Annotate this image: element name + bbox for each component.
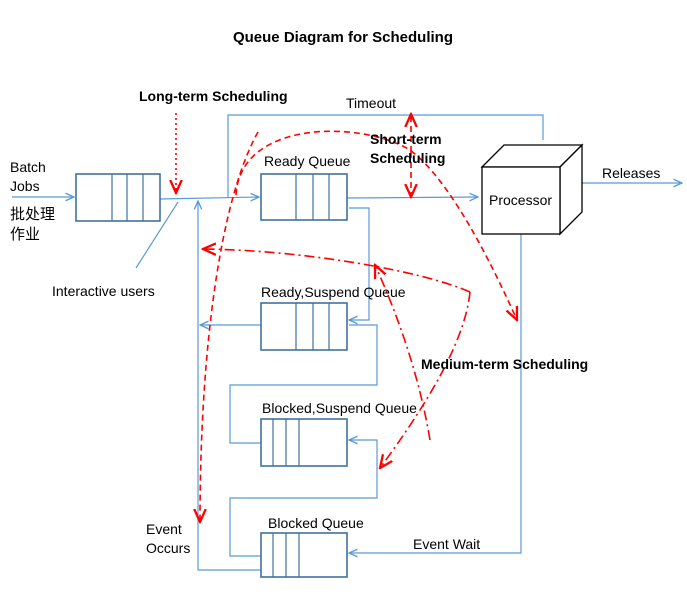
admission-to-ready-arrow (159, 197, 259, 199)
batch-jobs-label-2: Jobs (10, 178, 40, 194)
event-occurs-label: Event (146, 521, 182, 537)
ready-queue-label: Ready Queue (264, 153, 351, 169)
medium-term-long-arc (200, 131, 259, 522)
batch-cjk-label: 批处理 (10, 205, 55, 223)
blocked-queue-box (260, 532, 348, 578)
blocked-queue-label: Blocked Queue (268, 515, 364, 531)
medium-term-arc-top (203, 249, 471, 293)
ready-to-processor-arrow (346, 197, 478, 198)
interactive-users-line (135, 201, 179, 269)
medium-term-arc-inner (375, 265, 431, 441)
event-wait-path (349, 234, 522, 553)
blocked-suspend-queue-box (260, 418, 348, 467)
scheduling-arrows (176, 113, 517, 522)
blocked-suspend-to-ready-suspend (229, 324, 378, 444)
blocked-suspend-queue-label: Blocked,Suspend Queue (262, 400, 417, 416)
medium-term-arc-bottom (380, 291, 471, 468)
page-title: Queue Diagram for Scheduling (233, 29, 453, 46)
medium-term-label: Medium-term Scheduling (421, 356, 588, 372)
short-term-arc (235, 130, 517, 320)
batch-cjk-label-2: 作业 (10, 225, 40, 243)
processor-label: Processor (489, 192, 552, 208)
admission-queue (75, 173, 161, 222)
event-occurs-label-2: Occurs (146, 540, 190, 556)
ready-suspend-queue-label: Ready,Suspend Queue (261, 284, 406, 300)
blocked-to-blocked-suspend (229, 440, 378, 557)
processor-cube (480, 143, 584, 236)
flow-lines (12, 114, 682, 571)
timeout-loop (227, 114, 544, 197)
ready-queue-box (260, 173, 348, 221)
short-term-label: Short-term (370, 131, 442, 147)
event-wait-label: Event Wait (413, 536, 480, 552)
timeout-label: Timeout (346, 95, 396, 111)
batch-jobs-label: Batch (10, 159, 46, 175)
short-term-label-2: Scheduling (370, 150, 445, 166)
releases-label: Releases (602, 165, 660, 181)
ready-suspend-queue-box (260, 302, 348, 351)
ready-to-suspend-path (349, 207, 370, 320)
long-term-label: Long-term Scheduling (139, 88, 288, 104)
interactive-users-label: Interactive users (52, 283, 155, 299)
event-occurs-path (198, 201, 262, 571)
